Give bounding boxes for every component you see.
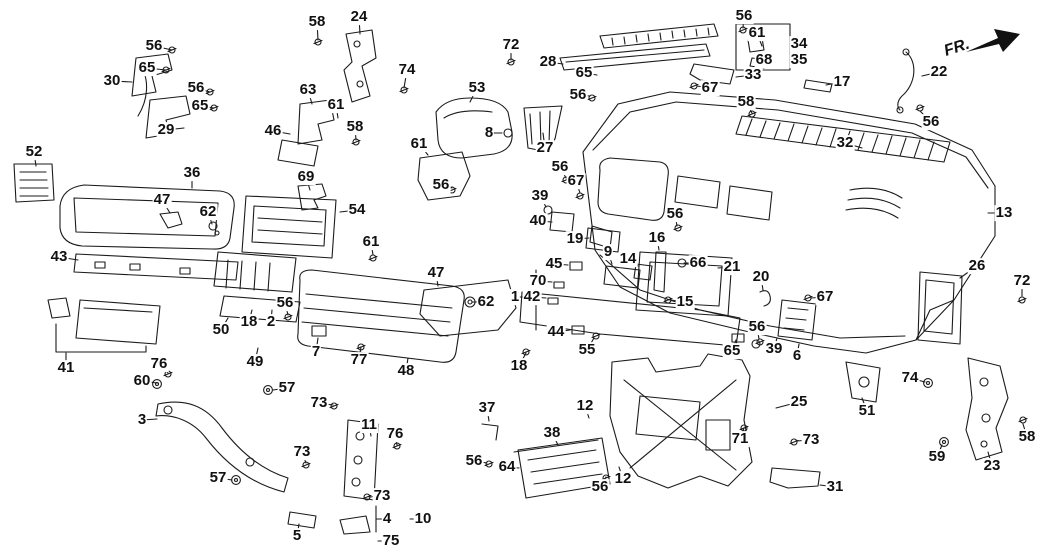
center-parts-art xyxy=(241,183,771,363)
leader-lines xyxy=(33,15,1028,542)
fr-arrow-icon: FR. xyxy=(942,29,1020,60)
right-parts-art xyxy=(731,271,1009,461)
lower-left-art xyxy=(155,401,379,535)
lower-center-art xyxy=(481,353,821,499)
dashboard-panel-art xyxy=(582,91,996,354)
upper-rail-art xyxy=(131,23,915,167)
fastener-art xyxy=(152,26,1028,501)
fr-label: FR. xyxy=(942,36,972,60)
duct-art xyxy=(417,97,563,337)
left-cluster-art xyxy=(13,163,301,353)
